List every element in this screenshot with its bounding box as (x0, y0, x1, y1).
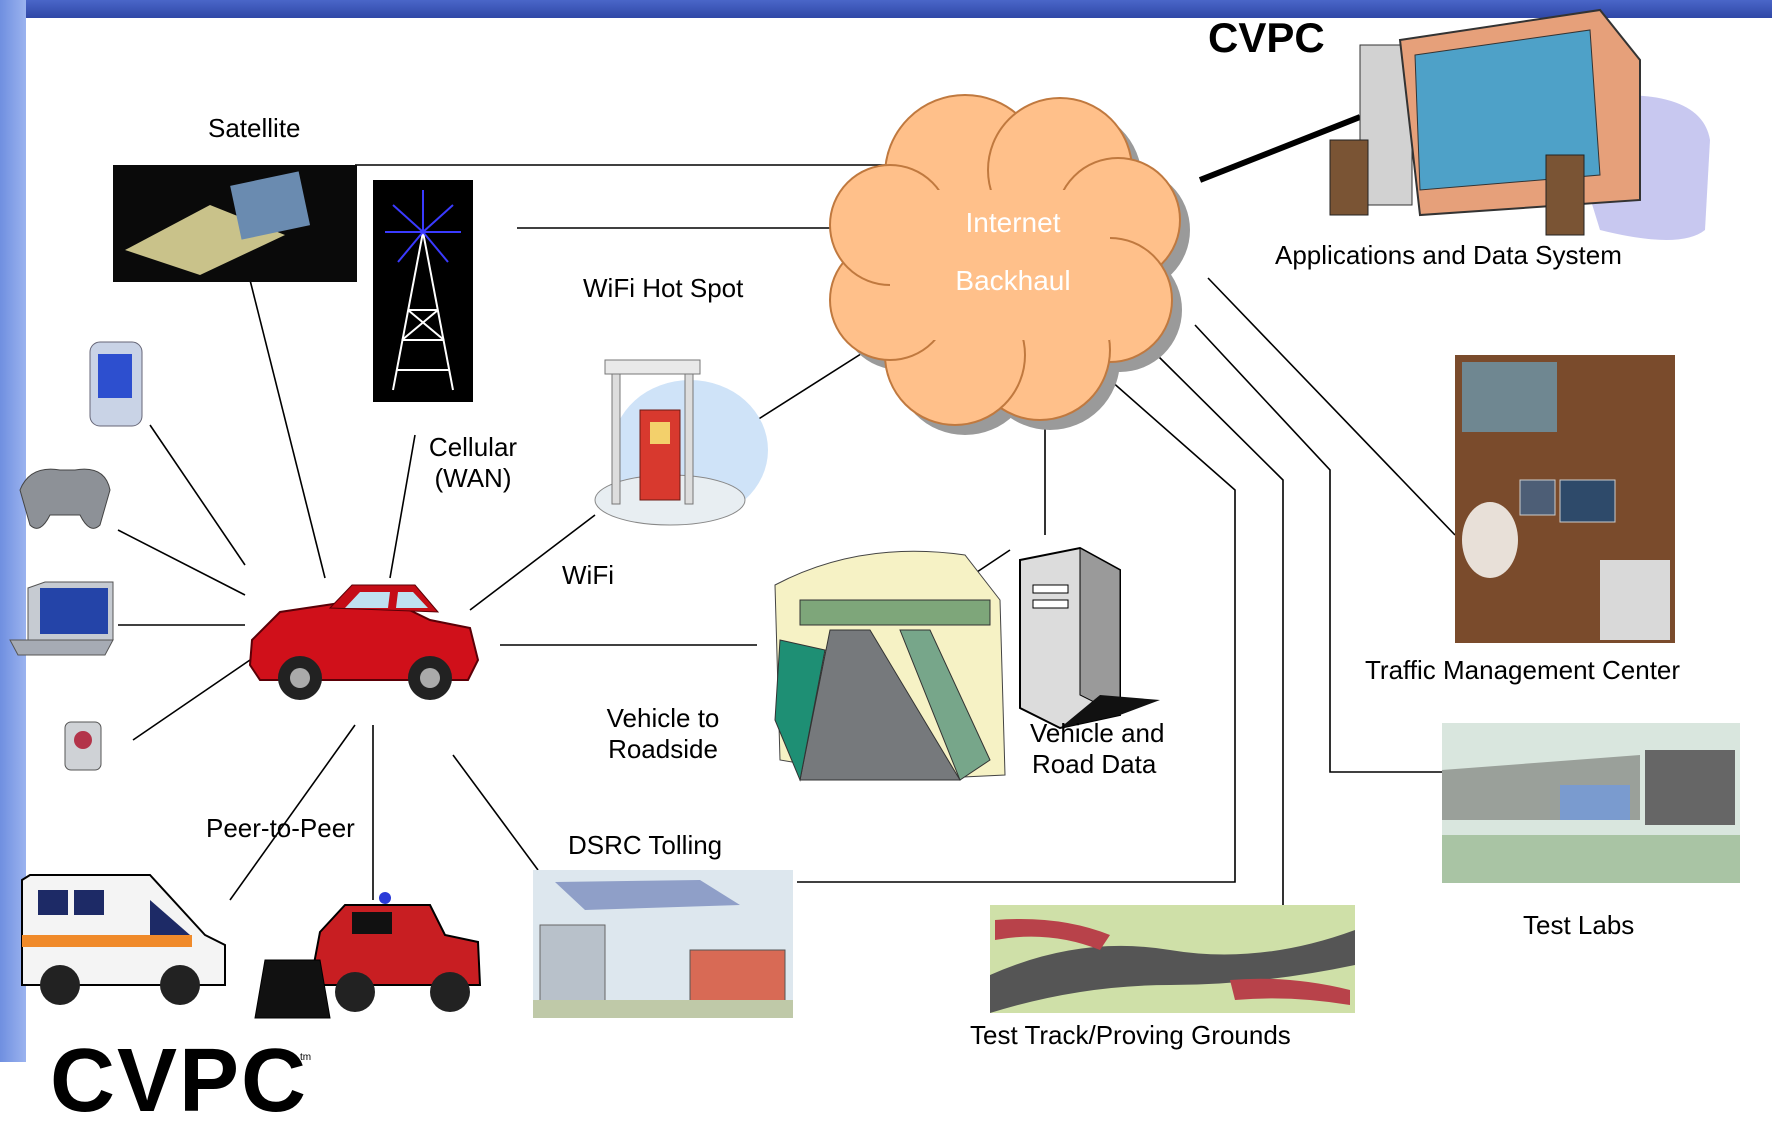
internet-cloud (829, 94, 1190, 435)
cloud-label-backhaul: Backhaul (955, 265, 1071, 296)
label-traffic-management-center: Traffic Management Center (1365, 655, 1681, 685)
laptop-image (9, 581, 114, 656)
server-image (1019, 546, 1160, 730)
label-vehicle-to-roadside: Vehicle to Roadside (583, 703, 743, 765)
label-test-track: Test Track/Proving Grounds (970, 1020, 1291, 1050)
label-test-labs: Test Labs (1523, 910, 1635, 940)
line-hotspot-internet (756, 344, 876, 421)
roadside-highway-image (774, 550, 1006, 782)
pda-image (89, 341, 143, 427)
label-vehicle-road-data-line2: Road Data (1032, 749, 1157, 780)
line-internet-testtrack (1156, 354, 1284, 905)
test-labs-photo (1442, 723, 1740, 883)
satellite-image (113, 165, 357, 282)
label-wifi-hotspot: WiFi Hot Spot (583, 273, 744, 303)
label-vehicle-road-data-line1: Vehicle and (1030, 718, 1165, 748)
label-cellular-line2: (WAN) (434, 463, 512, 494)
line-internet-tolling (797, 379, 1236, 883)
label-wifi: WiFi (562, 560, 614, 590)
line-car-pda (149, 424, 246, 566)
gamepad-image (19, 468, 111, 529)
label-satellite: Satellite (208, 113, 301, 143)
label-vehicle-road-data: Vehicle and Road Data (1030, 718, 1164, 780)
line-internet-testlabs (1194, 324, 1442, 773)
logo-trademark: tm (300, 1052, 312, 1063)
cvpc-logo: CVPC (50, 1031, 309, 1131)
snowplow-image (254, 892, 482, 1019)
phone-image (64, 721, 102, 771)
label-applications-data-system: Applications and Data System (1275, 240, 1622, 270)
line-internet-tmc (1207, 277, 1456, 536)
line-car-phone (132, 659, 251, 741)
diagram-canvas (9, 8, 1740, 1019)
label-vehicle-to-roadside-line2: Roadside (608, 734, 718, 765)
line-car-tolling (452, 754, 539, 871)
cvpc-title: CVPC (1208, 14, 1325, 61)
cvpc-computer-image (1329, 8, 1710, 240)
label-cellular: Cellular (WAN) (418, 432, 528, 494)
label-dsrc-tolling: DSRC Tolling (568, 830, 723, 860)
test-track-image (990, 905, 1355, 1013)
line-car-gamepad (117, 529, 246, 596)
traffic-center-photo (1455, 355, 1675, 643)
label-cellular-line1: Cellular (428, 432, 518, 462)
label-peer-to-peer: Peer-to-Peer (206, 813, 355, 843)
car-image (248, 584, 480, 700)
line-car-satellite (249, 279, 326, 579)
ambulance-image (21, 874, 226, 1005)
line-car-wifi (469, 514, 596, 611)
toll-plaza-image (533, 870, 793, 1018)
label-vehicle-to-roadside-line1: Vehicle to (606, 703, 720, 733)
connection-lines (117, 164, 1456, 905)
cell-tower-image (373, 180, 473, 402)
line-car-cellular (389, 434, 416, 579)
cloud-label-internet: Internet (965, 207, 1061, 238)
wifi-hotspot-image (594, 359, 768, 526)
line-internet-cvpc (1198, 114, 1362, 183)
line-car-ambulance (229, 724, 356, 901)
slide-header-bar (0, 0, 1772, 18)
